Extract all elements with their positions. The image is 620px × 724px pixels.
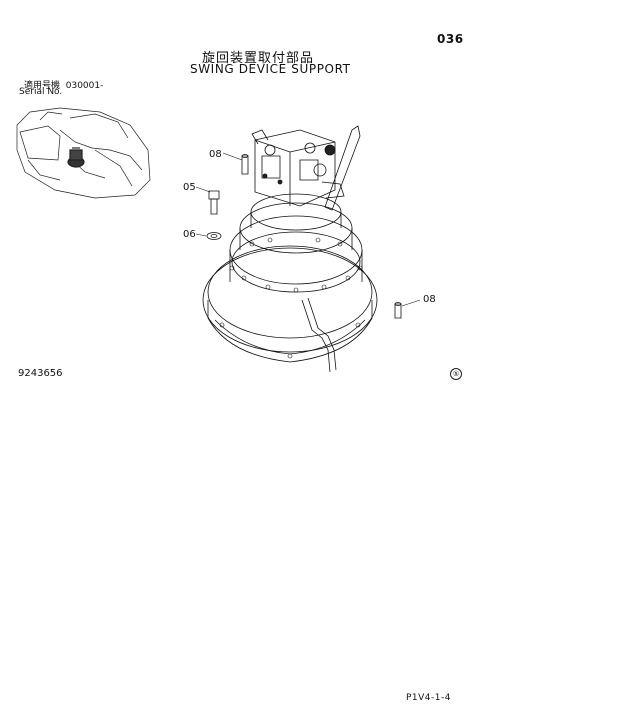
housing-bolt-holes: [220, 238, 362, 358]
footer-code: P1V4-1-4: [406, 693, 451, 703]
callout-leaders: [196, 153, 420, 306]
callout-08-lower: 08: [423, 294, 436, 305]
callout-05: 05: [183, 182, 196, 193]
page-title-english: SWING DEVICE SUPPORT: [190, 62, 351, 76]
serial-label: 適用号機 030001-: [24, 78, 103, 91]
bolt-05-icon: [209, 191, 219, 214]
swing-device-highlight-icon: [68, 148, 84, 167]
drawing-number: 9243656: [18, 368, 63, 379]
bolt-08-lower-icon: [395, 303, 401, 319]
revision-mark: ⑤: [452, 370, 460, 378]
hydraulic-hose: [302, 126, 360, 372]
swing-motor-valve-block: [252, 130, 344, 206]
bolt-08-upper-icon: [242, 155, 248, 175]
page-number: 036: [437, 32, 464, 46]
page-title-japanese: 旋回装置取付部品: [202, 51, 315, 66]
serial-label-japanese: 適用号機: [24, 81, 61, 91]
serial-label-english: Serial No.: [19, 87, 63, 97]
washer-06-icon: [207, 233, 221, 240]
serial-range: 030001-: [65, 81, 104, 91]
callout-08-upper: 08: [209, 149, 222, 160]
swing-reduction-gear-housing: [203, 194, 377, 362]
callout-06: 06: [183, 229, 196, 240]
revision-mark-icon: ⑤: [450, 368, 462, 380]
excavator-upper-structure-icon: [17, 108, 150, 198]
